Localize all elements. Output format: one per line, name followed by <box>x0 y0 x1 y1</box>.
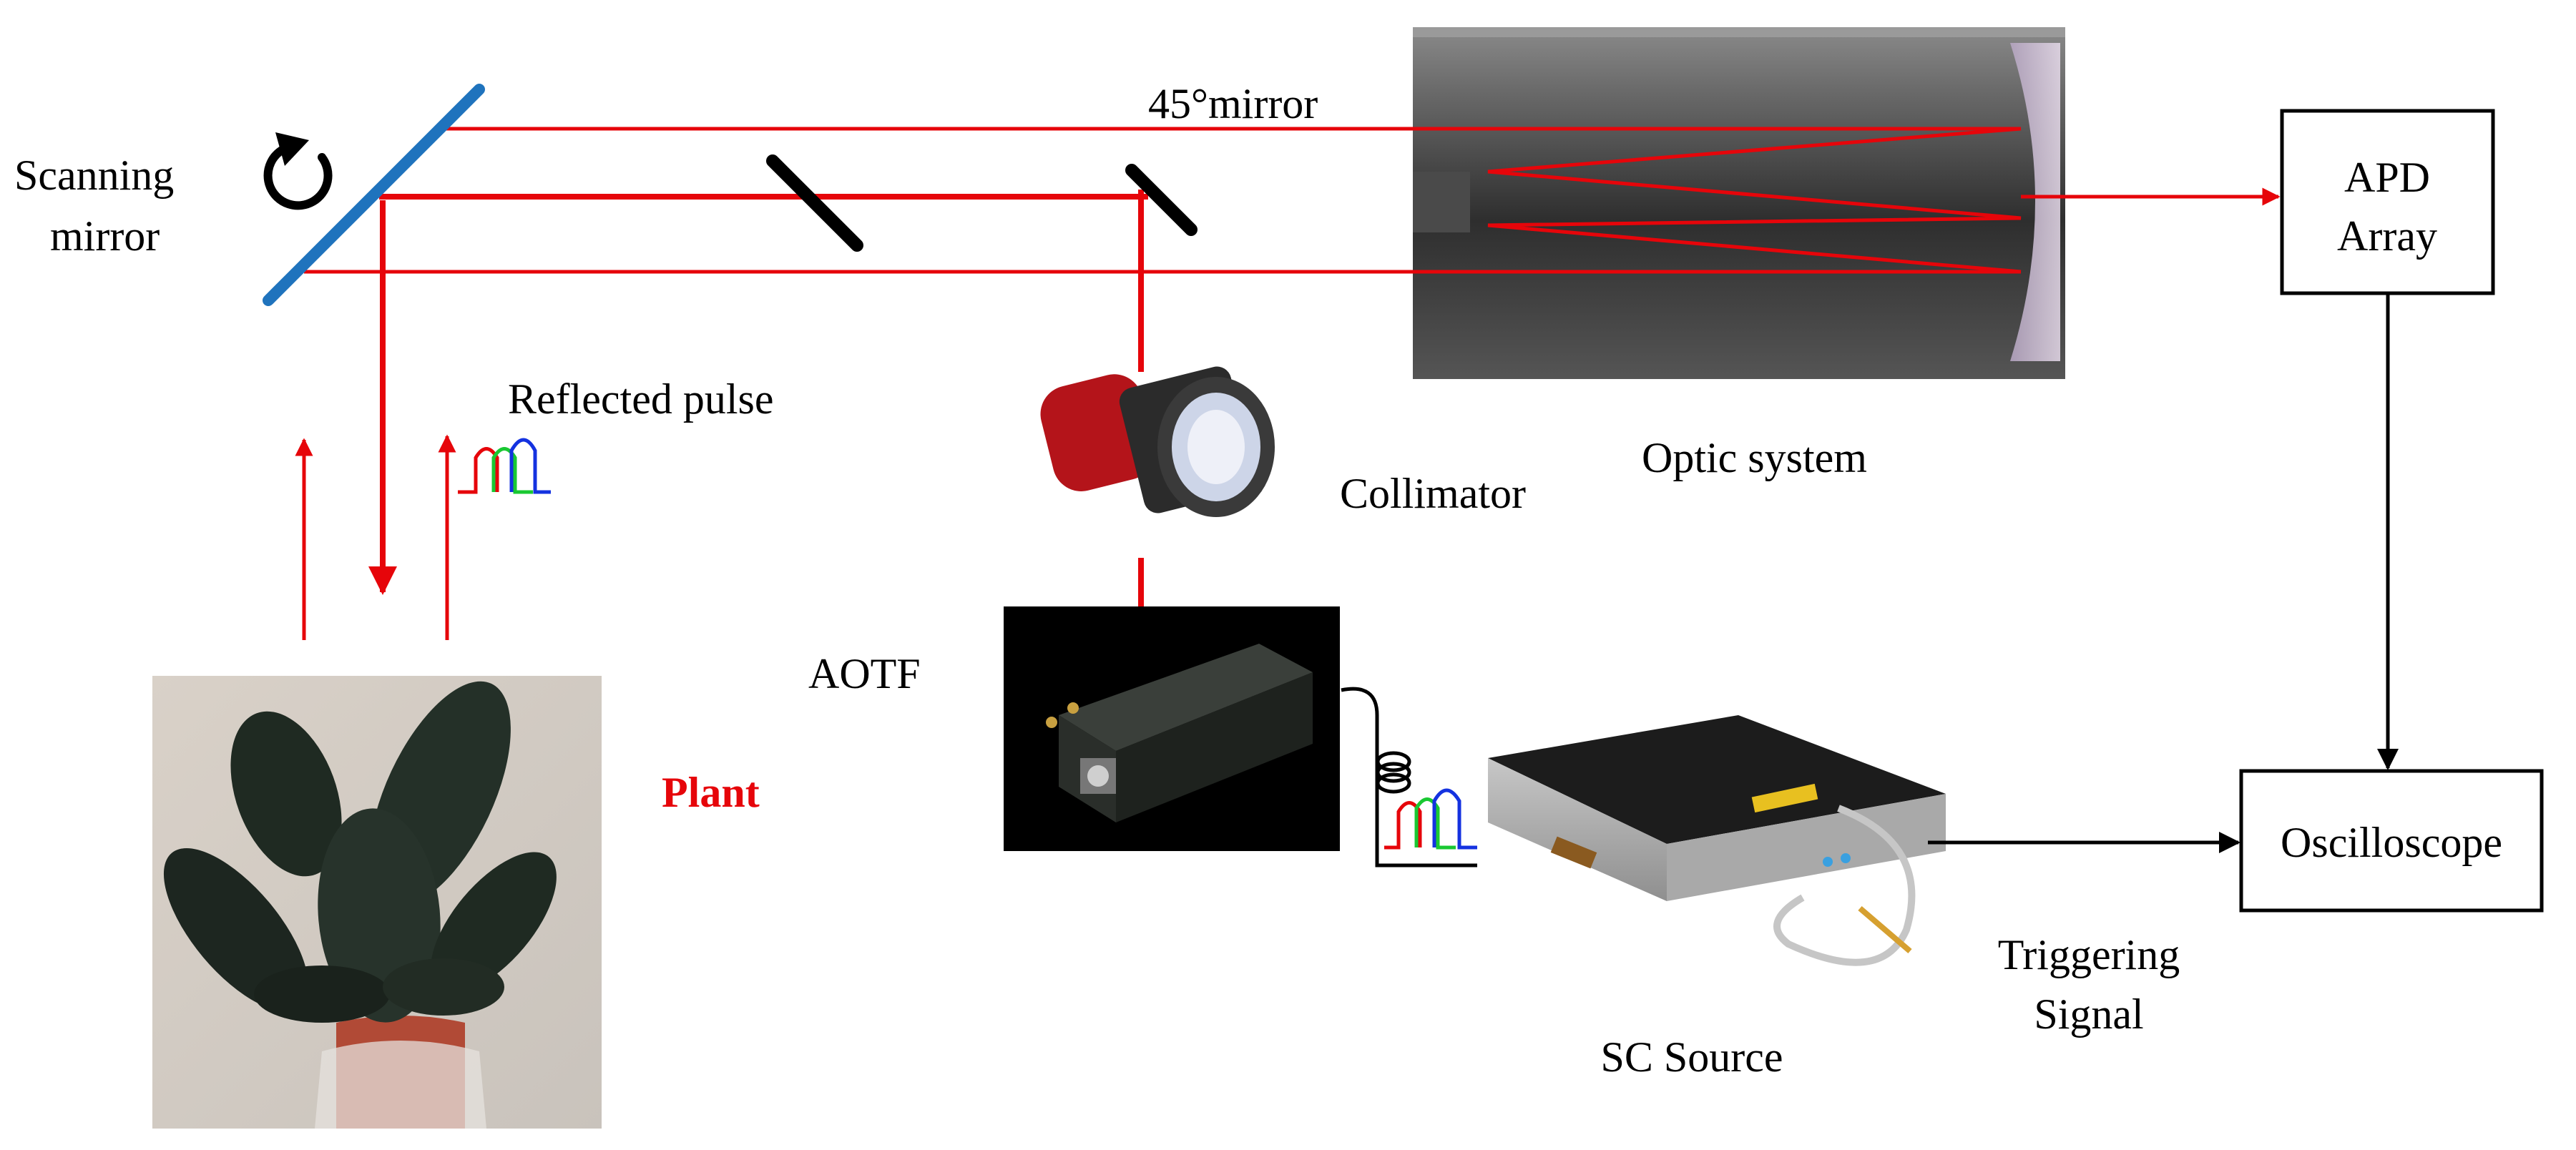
mirror-45-b <box>1125 164 1198 236</box>
triggering-signal-label-line2: Signal <box>2034 991 2143 1038</box>
reflected-pulse-icon <box>458 438 551 494</box>
plant-photo <box>152 676 602 1129</box>
aotf-label: AOTF <box>808 650 921 697</box>
scanning-mirror <box>263 84 485 306</box>
optic-system-label: Optic system <box>1642 434 1867 481</box>
reflected-pulse-label: Reflected pulse <box>508 375 774 423</box>
collimator-label: Collimator <box>1340 470 1526 517</box>
apd-label-line2: Array <box>2337 212 2437 260</box>
mirror-45-label: 45°mirror <box>1148 80 1318 127</box>
rotation-arrow-icon <box>263 132 333 210</box>
sc-source-label: SC Source <box>1601 1033 1783 1081</box>
fiber-coil <box>1341 687 1477 868</box>
plant-label: Plant <box>662 769 760 816</box>
scanning-mirror-label-line2: mirror <box>50 212 160 260</box>
triggering-signal-label-line1: Triggering <box>1998 931 2180 978</box>
scanning-mirror-label-line1: Scanning <box>14 152 174 199</box>
source-pulse-icon <box>1384 788 1477 850</box>
oscilloscope-box <box>2239 769 2544 913</box>
apd-array-box <box>2280 109 2495 295</box>
aotf-device-photo <box>1004 606 1340 851</box>
collimator-lens-photo <box>1040 366 1275 517</box>
beam-paths <box>295 127 2281 640</box>
sc-source-device-photo <box>1488 715 1946 966</box>
optic-system-photo <box>1413 27 2065 379</box>
oscilloscope-label: Oscilloscope <box>2281 819 2502 866</box>
mirror-45-a <box>766 154 863 252</box>
apd-label-line1: APD <box>2344 154 2430 201</box>
